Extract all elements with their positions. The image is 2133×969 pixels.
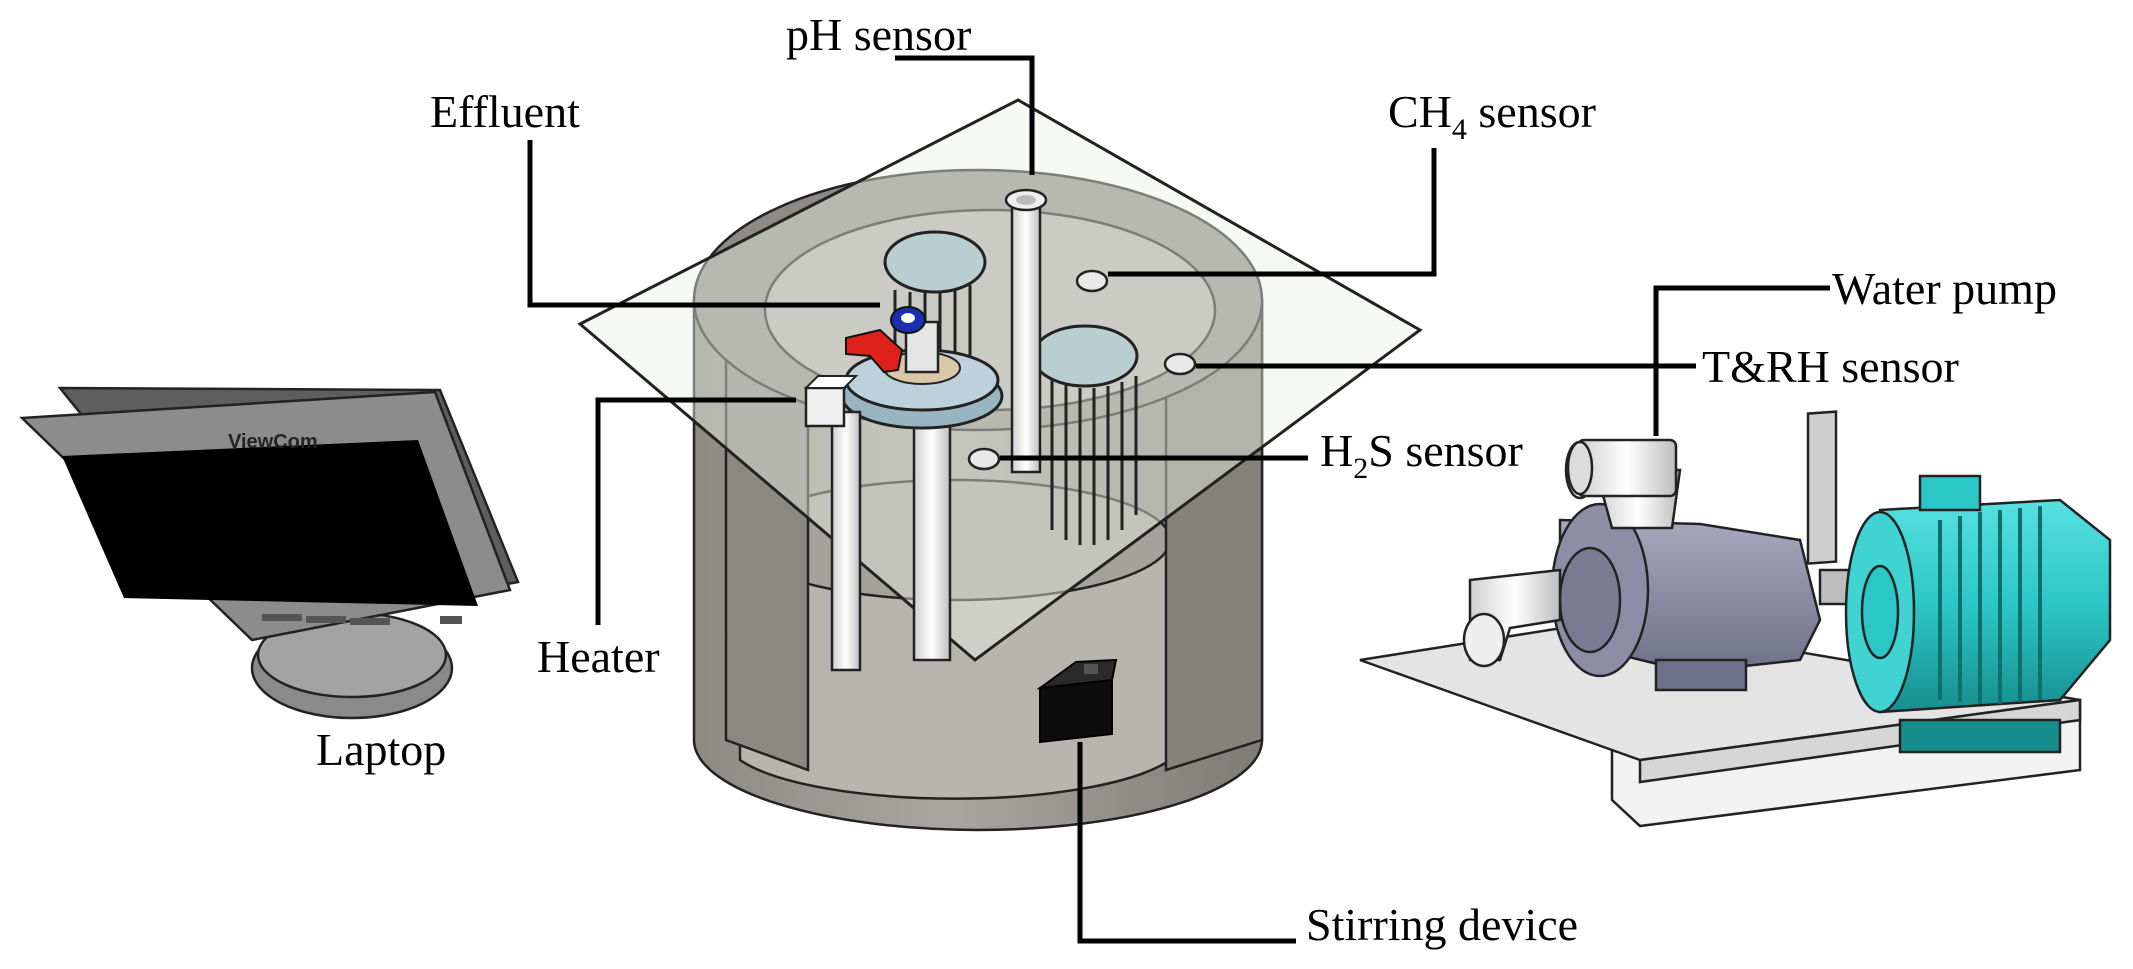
label-stirring-device: Stirring device: [1306, 899, 1578, 950]
monitor-screen: [62, 440, 478, 606]
pump-outlet-pipe: [1564, 438, 1682, 530]
ph-sensor-probe: [1004, 188, 1048, 474]
effluent-pipe: [840, 306, 1004, 662]
label-water-pump: Water pump: [1832, 263, 2057, 314]
laptop-monitor: ViewCom: [19, 386, 520, 720]
leader-heater: [595, 397, 796, 625]
ch4-sensor-probe: [1075, 269, 1109, 293]
label-ph-sensor: pH sensor: [786, 9, 971, 60]
label-effluent: Effluent: [430, 86, 580, 137]
monitor-brand-text: ViewCom: [228, 431, 318, 453]
label-laptop: Laptop: [316, 724, 446, 775]
leader-ch4-sensor: [1108, 148, 1437, 277]
monitor-button-1: [262, 614, 302, 621]
leader-lines: [527, 55, 1830, 944]
trh-sensor-probe: [1163, 352, 1197, 376]
label-trh-sensor: T&RH sensor: [1702, 341, 1959, 392]
monitor-power-button: [440, 616, 462, 624]
stirring-device-box: [1036, 658, 1118, 744]
h2s-sensor-probe: [967, 447, 1001, 471]
monitor-button-3: [350, 618, 390, 625]
monitor-button-2: [306, 616, 346, 623]
label-heater: Heater: [537, 631, 660, 682]
label-ch4-sensor: CH4 sensor: [1388, 86, 1596, 146]
leader-water-pump: [1653, 285, 1830, 436]
water-pump-assembly: [1359, 410, 2112, 828]
leader-ph-sensor: [895, 55, 1035, 175]
pump-inlet-pipe: [1462, 568, 1562, 668]
leader-effluent: [527, 140, 880, 308]
heater-rod: [803, 375, 862, 672]
labels: pH sensor Effluent CH4 sensor Water pump…: [316, 9, 2057, 950]
effluent-valve-handle: [845, 328, 904, 374]
label-h2s-sensor: H2S sensor: [1320, 425, 1523, 485]
leader-stirring-device: [1077, 742, 1296, 944]
electric-motor: [1844, 474, 2112, 754]
